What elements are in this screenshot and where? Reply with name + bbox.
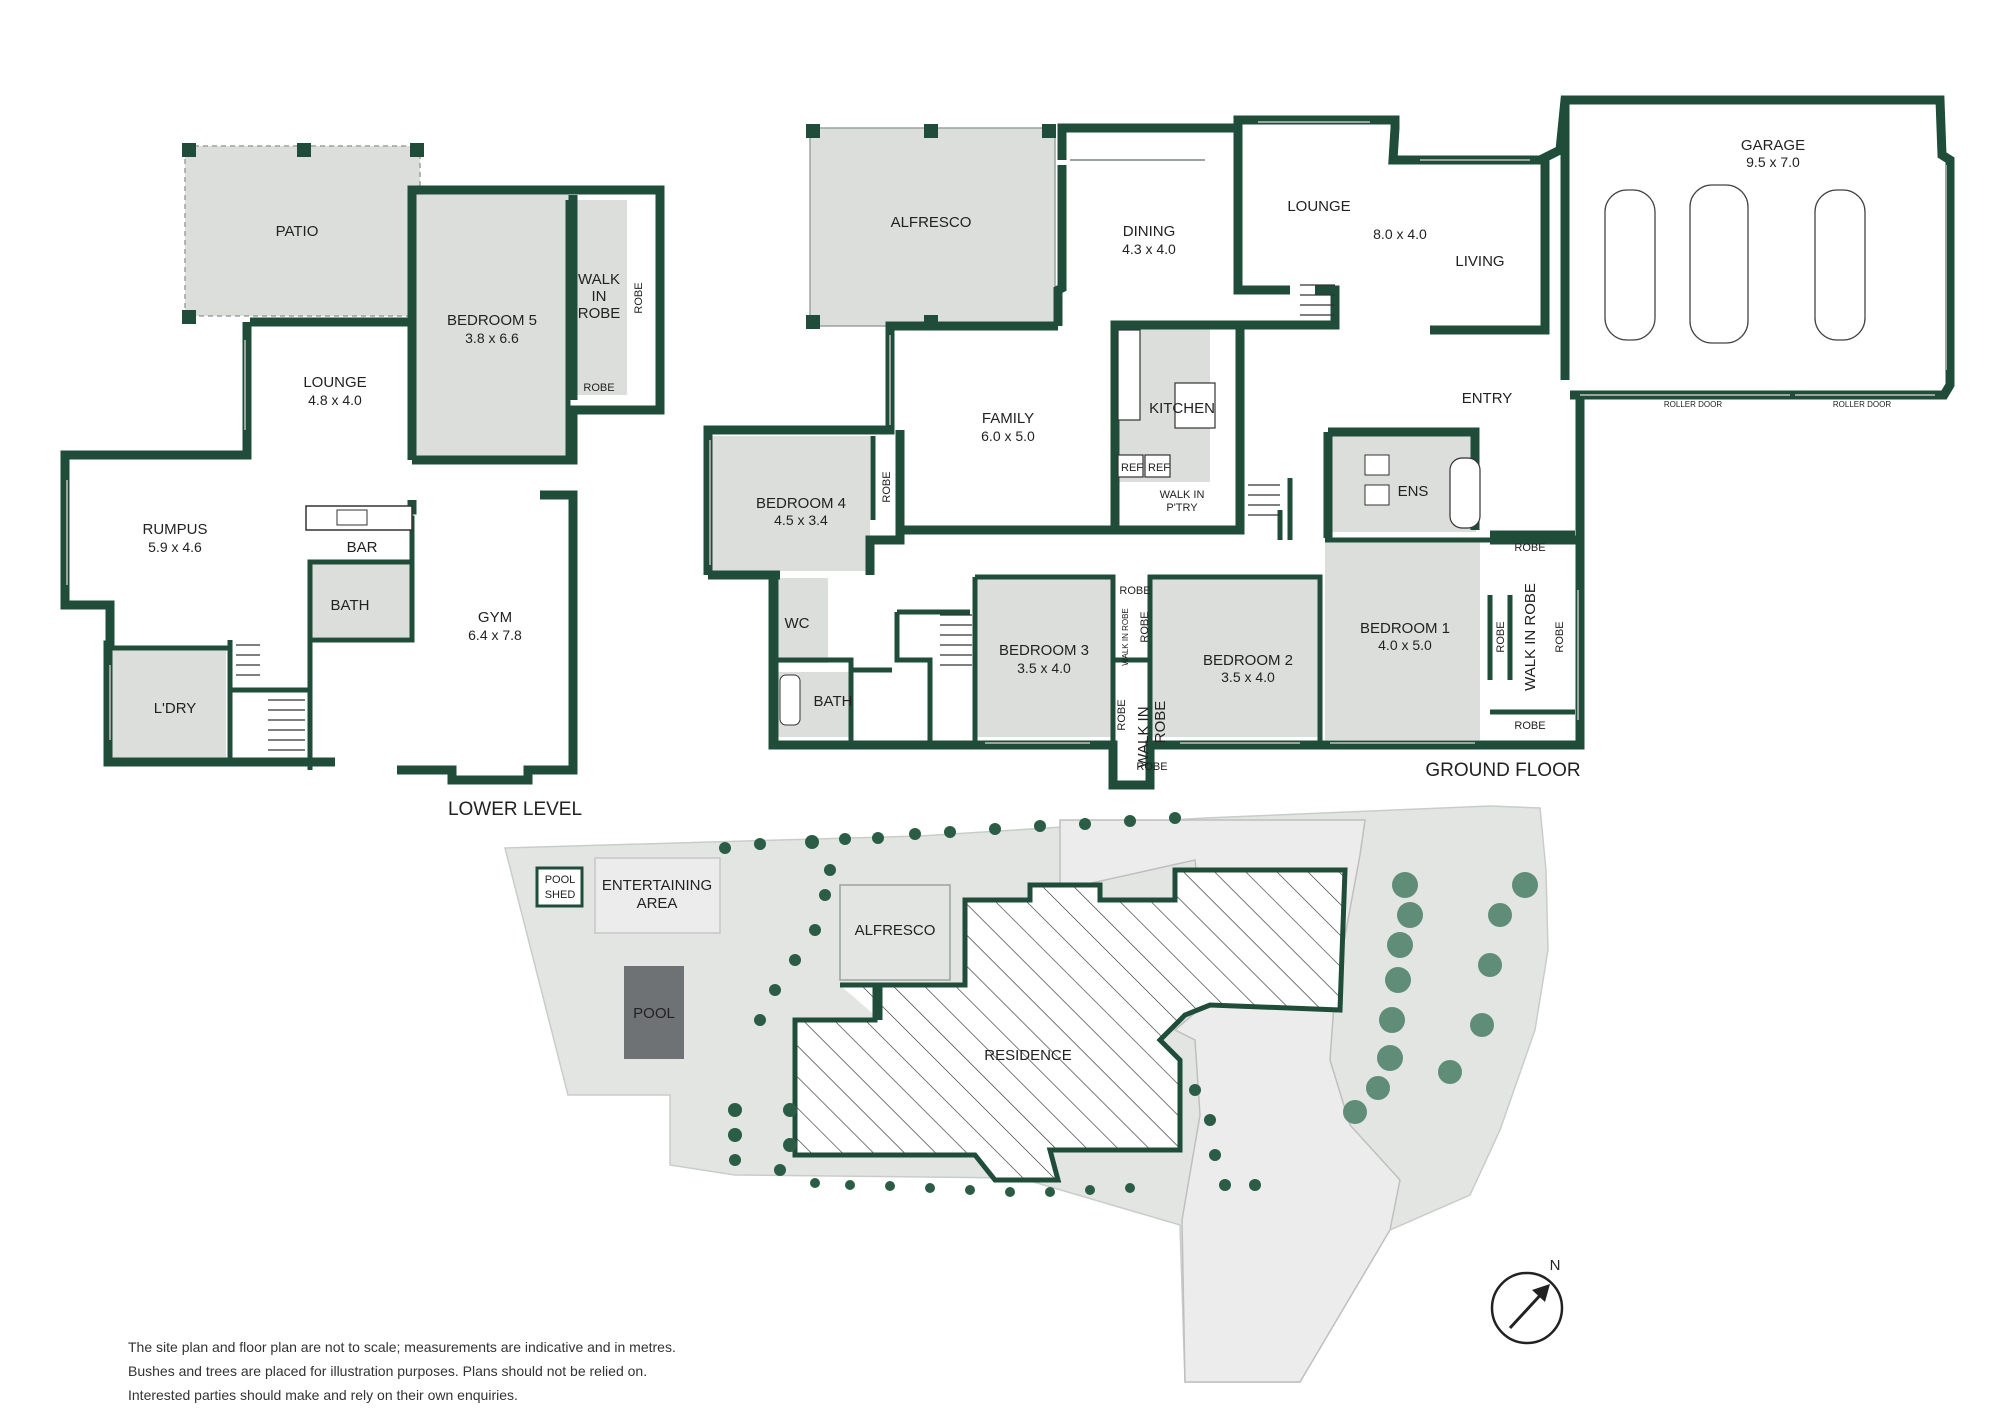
disclaimer-line-3: Interested parties should make and rely … <box>128 1387 518 1403</box>
family-dim: 6.0 x 5.0 <box>981 428 1035 444</box>
pool-label: POOL <box>633 1005 675 1022</box>
pool-shed-label-1: POOL <box>545 874 576 886</box>
bedroom5-room <box>412 193 569 458</box>
bedroom3-room <box>975 577 1113 737</box>
bedroom5-label: BEDROOM 5 <box>447 312 537 329</box>
rumpus-label: RUMPUS <box>142 521 207 538</box>
site-alfresco-label: ALFRESCO <box>855 922 936 939</box>
ground-lounge-label: LOUNGE <box>1287 198 1350 215</box>
laundry-room <box>112 648 226 758</box>
ground-floor-plan: ALFRESCO DINING 4.3 x 4.0 LOUNGE 8.0 x 4… <box>703 95 1955 790</box>
bedroom1-dim: 4.0 x 5.0 <box>1378 637 1432 653</box>
garage-dim: 9.5 x 7.0 <box>1746 154 1800 170</box>
entertaining-area-label-2: AREA <box>637 895 678 912</box>
bedroom4-dim: 4.5 x 3.4 <box>774 512 828 528</box>
living-dim: 8.0 x 4.0 <box>1373 226 1427 242</box>
north-label: N <box>1550 1257 1561 1274</box>
bedroom3-dim: 3.5 x 4.0 <box>1017 660 1071 676</box>
lower-bath-label: BATH <box>331 597 370 614</box>
robe-vertical-label: ROBE <box>633 282 645 313</box>
laundry-label: L'DRY <box>154 700 197 717</box>
ground-floor-title: GROUND FLOOR <box>1425 760 1580 781</box>
bedroom2-room <box>1150 577 1320 737</box>
bedroom4-robe-label: ROBE <box>881 471 893 502</box>
kitchen-label: KITCHEN <box>1149 400 1215 417</box>
living-label: LIVING <box>1455 253 1504 270</box>
site-plan: POOL SHED ENTERTAINING AREA POOL ALFRESC… <box>504 805 1564 1383</box>
ens-label: ENS <box>1398 483 1429 500</box>
gym-dim: 6.4 x 7.8 <box>468 627 522 643</box>
gym-label: GYM <box>478 609 512 626</box>
bedroom5-dim: 3.8 x 6.6 <box>465 330 519 346</box>
disclaimer-line-2: Bushes and trees are placed for illustra… <box>128 1363 648 1379</box>
lower-lounge-dim: 4.8 x 4.0 <box>308 392 362 408</box>
disclaimer-line-1: The site plan and floor plan are not to … <box>128 1339 676 1355</box>
bedroom3-label: BEDROOM 3 <box>999 642 1089 659</box>
lower-lounge-label: LOUNGE <box>303 374 366 391</box>
bedroom3-robe-vertical-label: ROBE <box>1139 611 1151 642</box>
bedroom3-robe-label: ROBE <box>1119 585 1150 597</box>
bedroom2-label: BEDROOM 2 <box>1203 652 1293 669</box>
bedroom1-robe-left-label: ROBE <box>1495 621 1507 652</box>
site-trees <box>719 812 1538 1197</box>
roller-door-label-1: ROLLER DOOR <box>1664 400 1722 409</box>
pool-shed <box>535 866 584 908</box>
entry-label: ENTRY <box>1462 390 1513 407</box>
bar-label: BAR <box>347 539 378 556</box>
ground-bath-label: BATH <box>814 693 853 710</box>
ref-label-1: REF <box>1121 462 1143 474</box>
pool <box>624 966 684 1059</box>
lower-level-title: LOWER LEVEL <box>448 799 582 820</box>
dining-dim: 4.3 x 4.0 <box>1122 241 1176 257</box>
walk-in-pantry-label-2: P'TRY <box>1166 502 1198 514</box>
walk-in-robe-split-label-2: ROBE <box>1152 701 1169 744</box>
robe-label: ROBE <box>583 382 614 394</box>
patio-area <box>184 145 421 317</box>
garage-label: GARAGE <box>1741 137 1805 154</box>
bedroom1-label: BEDROOM 1 <box>1360 620 1450 637</box>
wc-label: WC <box>785 615 810 632</box>
bedroom1-robe-bottom-label: ROBE <box>1514 720 1545 732</box>
alfresco-label: ALFRESCO <box>891 214 972 231</box>
bedroom2-dim: 3.5 x 4.0 <box>1221 669 1275 685</box>
family-label: FAMILY <box>982 410 1034 427</box>
bedroom2-robe-vertical-label: ROBE <box>1116 699 1128 730</box>
roller-door-label-2: ROLLER DOOR <box>1833 400 1891 409</box>
patio-label: PATIO <box>276 223 319 240</box>
walk-in-robe-label-2: IN <box>592 288 607 305</box>
walk-in-robe-label-1: WALK <box>578 271 620 288</box>
bedroom4-label: BEDROOM 4 <box>756 495 846 512</box>
dining-label: DINING <box>1123 223 1176 240</box>
bedroom1-room <box>1325 540 1480 740</box>
lower-level-plan: PATIO BEDROOM 5 3.8 x 6.6 WALK IN ROBE R… <box>60 143 665 820</box>
ref-label-2: REF <box>1148 462 1170 474</box>
bedroom1-walk-in-robe-label: WALK IN ROBE <box>1522 583 1539 691</box>
walk-in-robe-label-3: ROBE <box>578 305 621 322</box>
pool-shed-label-2: SHED <box>545 889 576 901</box>
bedroom1-robe-top-label: ROBE <box>1514 542 1545 554</box>
bedroom1-robe-right-label: ROBE <box>1554 621 1566 652</box>
residence-label: RESIDENCE <box>984 1047 1072 1064</box>
wc-room <box>776 578 828 663</box>
bedroom4-room <box>712 436 870 571</box>
north-arrow-icon <box>1490 1271 1564 1345</box>
walk-in-robe-split-label-1: WALK IN <box>1135 706 1152 767</box>
walk-in-pantry-label-1: WALK IN <box>1160 489 1205 501</box>
rumpus-dim: 5.9 x 4.6 <box>148 539 202 555</box>
bedroom2-robe-label: ROBE <box>1136 761 1167 773</box>
walk-in-robe-small-label: WALK IN ROBE <box>1121 608 1130 666</box>
lower-bath-room <box>310 562 410 637</box>
residence-footprint <box>792 867 1348 1183</box>
entertaining-area-label-1: ENTERTAINING <box>602 877 712 894</box>
